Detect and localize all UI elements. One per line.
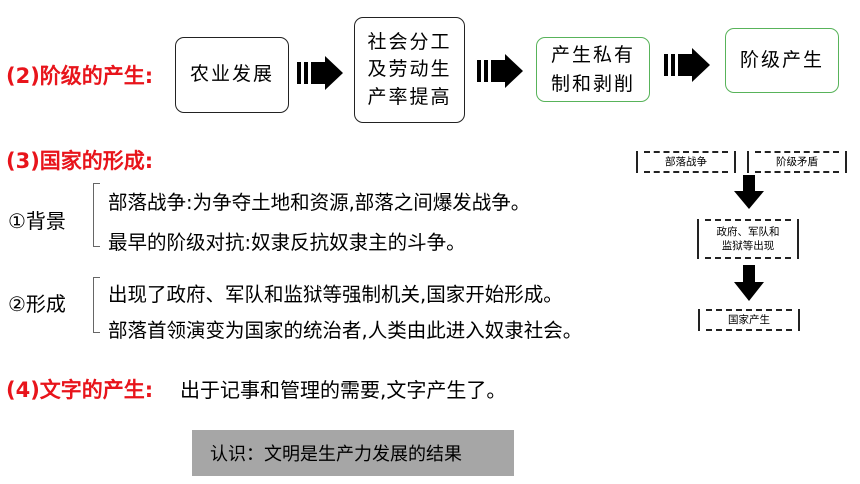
flow-box-class-emergence: 阶级产生 bbox=[725, 28, 839, 93]
formation-bracket bbox=[93, 277, 100, 333]
conclusion-note: 认识：文明是生产力发展的结果 bbox=[192, 430, 514, 476]
section4-text: 出于记事和管理的需要,文字产生了。 bbox=[180, 378, 507, 402]
diagram-tribal-war: 部落战争 bbox=[636, 151, 736, 173]
flow-box-division-of-labor: 社会分工 及劳动生 产率提高 bbox=[354, 17, 465, 123]
background-line-2: 最早的阶级对抗:奴隶反抗奴隶主的斗争。 bbox=[108, 231, 466, 254]
background-label: ①背景 bbox=[8, 209, 66, 233]
formation-line-1: 出现了政府、军队和监狱等强制机关,国家开始形成。 bbox=[108, 283, 563, 306]
flow-arrow-2 bbox=[477, 54, 523, 88]
flow-arrow-3 bbox=[664, 48, 710, 82]
flow-arrow-1 bbox=[297, 56, 343, 90]
diagram-arrow-1 bbox=[734, 175, 764, 209]
flow-box-agriculture: 农业发展 bbox=[175, 37, 289, 113]
section3-heading: (3)国家的形成: bbox=[6, 149, 154, 173]
section2-heading: (2)阶级的产生: bbox=[6, 64, 154, 88]
diagram-class-conflict: 阶级矛盾 bbox=[747, 151, 847, 173]
formation-label: ②形成 bbox=[8, 292, 66, 316]
section4-heading: (4)文字的产生: bbox=[6, 378, 154, 402]
flow-box-private-ownership: 产生私有 制和剥削 bbox=[536, 37, 650, 102]
diagram-arrow-2 bbox=[734, 265, 764, 301]
diagram-state-formation: 国家产生 bbox=[698, 309, 800, 331]
background-bracket bbox=[93, 183, 100, 247]
background-line-1: 部落战争:为争夺土地和资源,部落之间爆发战争。 bbox=[108, 191, 531, 214]
diagram-government-army: 政府、军队和 监狱等出现 bbox=[697, 219, 799, 259]
formation-line-2: 部落首领演变为国家的统治者,人类由此进入奴隶社会。 bbox=[108, 319, 583, 342]
